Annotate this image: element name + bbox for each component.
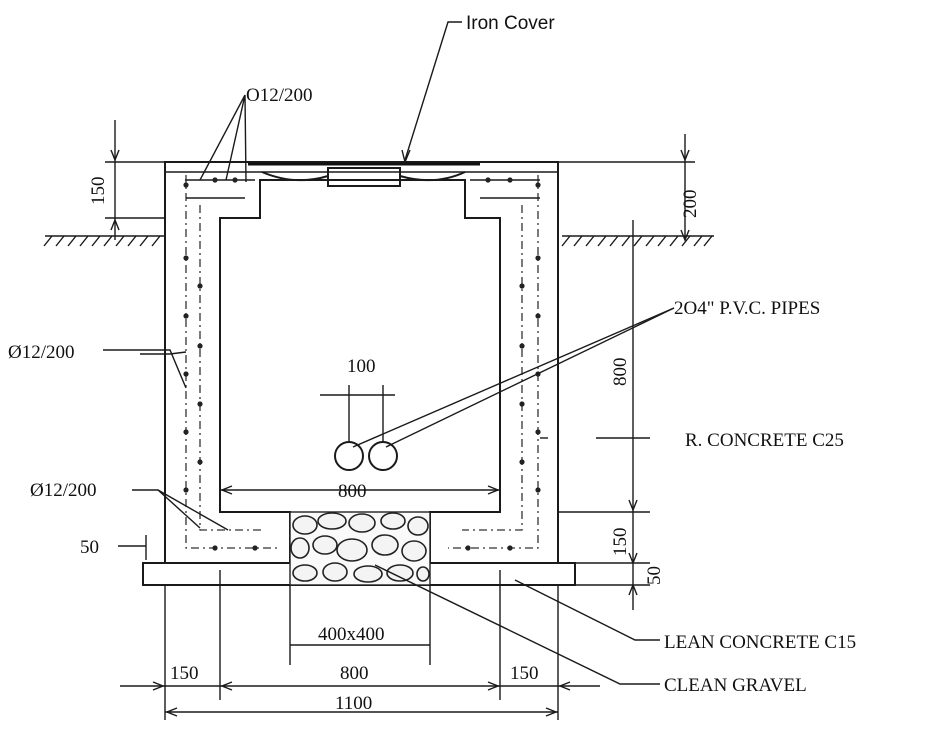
dim-text-800-inner: 800: [338, 481, 367, 502]
rebar-bottom-label: Ø12/200: [30, 480, 97, 501]
dim-text-50-right: 50: [644, 566, 665, 585]
clean-gravel-label: CLEAN GRAVEL: [664, 675, 807, 696]
dim-text-150-left-bottom: 150: [170, 663, 199, 684]
dim-base-right: [575, 512, 650, 610]
rebar-top-label: O12/200: [246, 85, 313, 106]
dim-text-400x400: 400x400: [318, 624, 385, 645]
dim-text-200-top: 200: [680, 190, 701, 219]
ground-line-right: [561, 235, 714, 247]
iron-cover-label: Iron Cover: [466, 13, 555, 34]
rebar-wall-label: Ø12/200: [8, 342, 75, 363]
r-concrete-label: R. CONCRETE C25: [685, 430, 844, 451]
iron-cover: [248, 162, 480, 187]
dim-50-left: [118, 535, 147, 560]
dim-bottom-row: [120, 570, 600, 720]
dim-1100: [165, 707, 558, 717]
dim-text-800-bottom: 800: [340, 663, 369, 684]
dim-100-pipes: [320, 385, 395, 442]
rebar-dots: [183, 177, 541, 551]
dim-200-top: [558, 134, 695, 242]
dim-text-50-left: 50: [80, 537, 99, 558]
clean-gravel-fill: [289, 511, 431, 586]
dim-text-150-base: 150: [610, 528, 631, 557]
dim-text-800-right: 800: [610, 358, 631, 387]
dim-800-right: [540, 220, 650, 513]
dim-text-150-right-bottom: 150: [510, 663, 539, 684]
dim-800-inner: [220, 485, 500, 495]
dim-text-1100: 1100: [335, 693, 372, 714]
pvc-pipes-label: 2O4" P.V.C. PIPES: [674, 298, 820, 319]
dim-text-150-top: 150: [88, 177, 109, 206]
dim-400x400: [289, 585, 431, 665]
dim-150-top: [105, 120, 165, 240]
ground-line-left: [43, 235, 165, 247]
lean-concrete-label: LEAN CONCRETE C15: [664, 632, 856, 653]
dim-text-100: 100: [347, 356, 376, 377]
